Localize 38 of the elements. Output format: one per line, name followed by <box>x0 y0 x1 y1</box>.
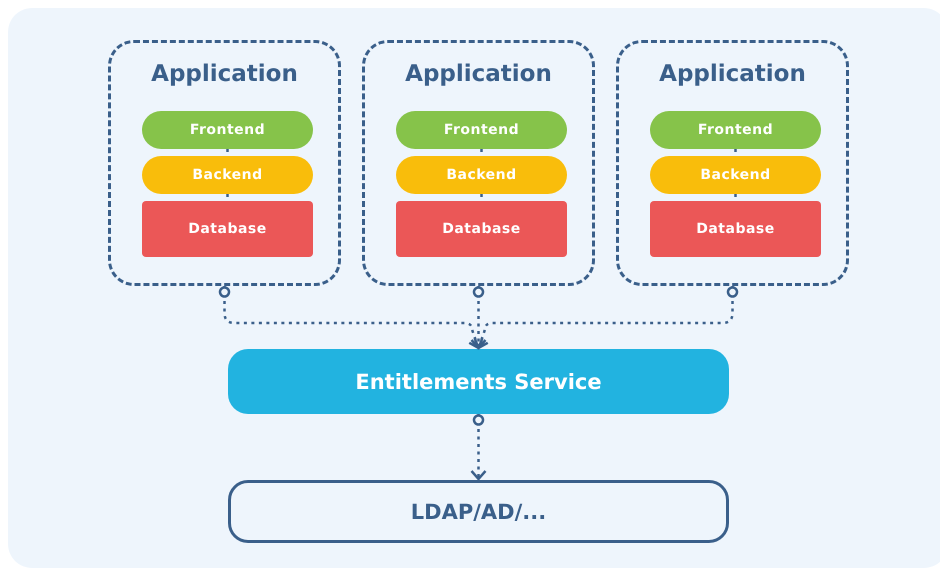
box-label: Backend <box>700 167 771 183</box>
backend-pill <box>650 156 821 194</box>
box-label: LDAP/AD/... <box>410 500 546 524</box>
bracket-connector <box>226 194 229 200</box>
arrow <box>470 414 487 480</box>
arrow <box>218 286 484 350</box>
frontend-pill <box>396 111 567 149</box>
container-title: Application <box>659 61 806 87</box>
box-label: Entitlements Service <box>355 370 602 394</box>
container-box <box>362 40 595 286</box>
backend-pill <box>396 156 567 194</box>
container-box <box>616 40 849 286</box>
box-label: Frontend <box>190 122 266 138</box>
box-label: Database <box>188 221 267 237</box>
container-box <box>108 40 341 286</box>
database-block <box>396 201 567 257</box>
arrow <box>470 286 487 350</box>
frontend-pill <box>142 111 313 149</box>
service-box <box>228 349 729 414</box>
box-label: Backend <box>192 167 263 183</box>
bracket-connector <box>734 149 737 155</box>
database-block <box>650 201 821 257</box>
arrow <box>473 286 738 350</box>
container-title: Application <box>405 61 552 87</box>
bracket-connector <box>480 194 483 200</box>
bracket-connector <box>734 194 737 200</box>
directory-box <box>228 480 729 543</box>
box-label: Backend <box>446 167 517 183</box>
frontend-pill <box>650 111 821 149</box>
container-title: Application <box>151 61 298 87</box>
bracket-connector <box>226 149 229 155</box>
box-label: Frontend <box>698 122 774 138</box>
box-label: Database <box>696 221 775 237</box>
box-label: Database <box>442 221 521 237</box>
database-block <box>142 201 313 257</box>
box-label: Frontend <box>444 122 520 138</box>
bracket-connector <box>480 149 483 155</box>
backend-pill <box>142 156 313 194</box>
